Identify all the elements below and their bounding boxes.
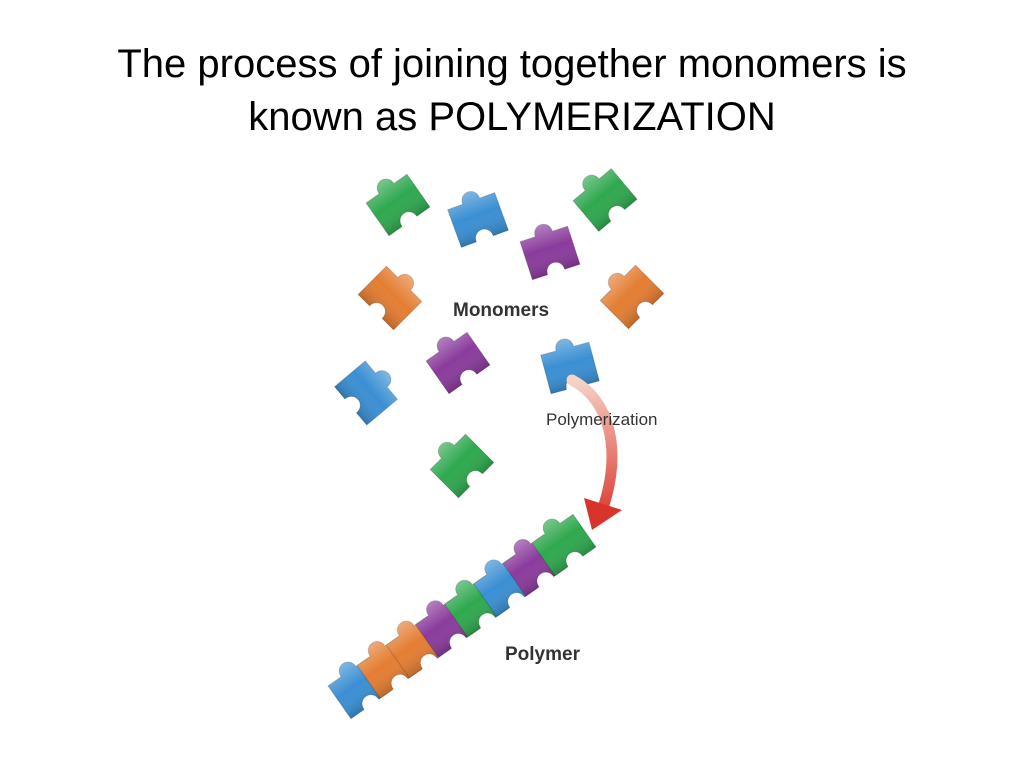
monomer-piece <box>357 258 430 331</box>
monomer-piece <box>516 216 581 281</box>
polymer-label: Polymer <box>505 644 581 665</box>
monomer-piece <box>537 332 600 395</box>
monomer-piece <box>359 165 431 237</box>
slide-title: The process of joining together monomers… <box>40 38 984 144</box>
slide-title-line-1: The process of joining together monomers… <box>117 42 907 86</box>
polymerization-arrow-head <box>584 498 622 530</box>
polymerization-arrow-shaft <box>566 374 618 514</box>
monomer-piece <box>443 182 509 248</box>
monomer-piece <box>566 160 638 232</box>
monomer-piece <box>334 354 406 426</box>
monomers-label: Monomers <box>453 300 549 321</box>
monomer-piece <box>419 323 491 395</box>
monomer-piece <box>422 426 495 499</box>
monomer-piece <box>592 257 665 330</box>
polymerization-label: Polymerization <box>546 410 658 429</box>
slide-title-line-2: known as POLYMERIZATION <box>248 95 776 139</box>
polymer-chain <box>321 505 597 720</box>
